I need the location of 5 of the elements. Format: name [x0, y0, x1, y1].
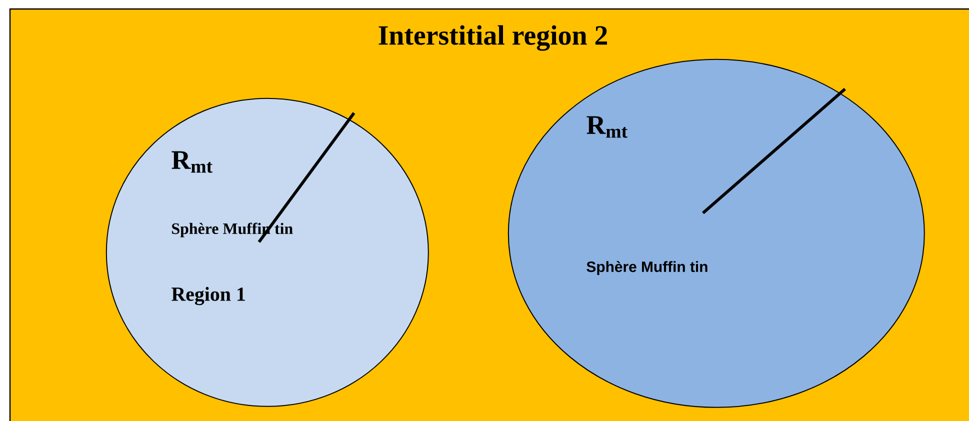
symbol-label: R$_{mt}$: [172, 151, 212, 173]
title: Interstitial region 2: [378, 25, 607, 51]
region-label: Region 1: [172, 286, 245, 306]
symbol-label: R$_{mt}$: [586, 116, 628, 138]
sphere-label: Sphère Muffin tin: [586, 260, 708, 276]
